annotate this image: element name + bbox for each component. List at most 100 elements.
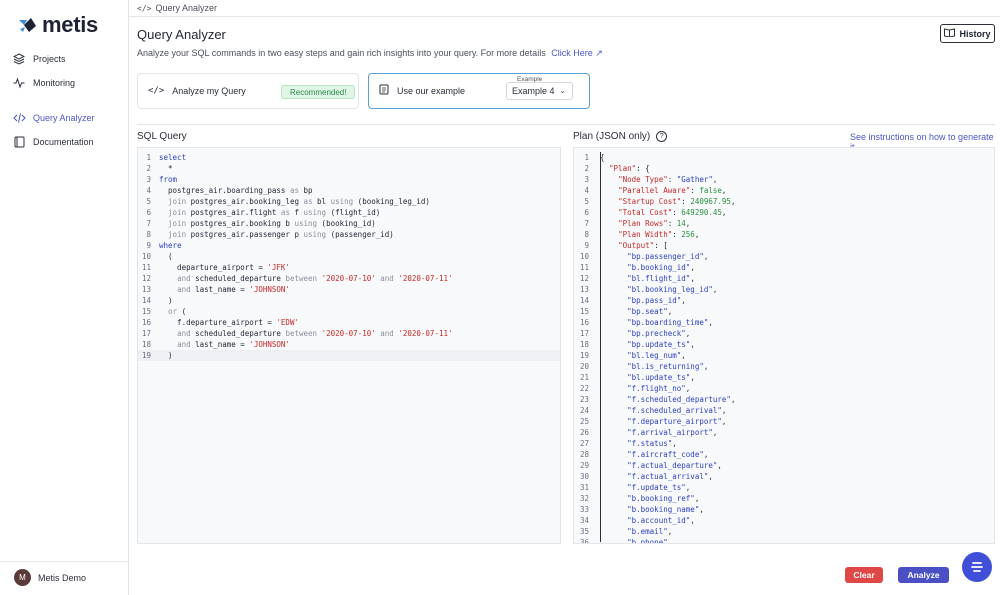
history-label: History — [959, 28, 991, 39]
code-line[interactable]: 34 "b.account_id", — [574, 515, 994, 526]
code-line[interactable]: 12 and scheduled_departure between '2020… — [138, 273, 560, 284]
code-line[interactable]: 24 "f.scheduled_arrival", — [574, 405, 994, 416]
sql-query-title: SQL Query — [137, 131, 187, 142]
sidebar-item-documentation[interactable]: Documentation — [12, 135, 94, 149]
sidebar-item-projects[interactable]: Projects — [12, 52, 66, 66]
line-number: 4 — [584, 186, 589, 195]
use-example-card[interactable]: Use our example Example Example 4 ⌄ — [368, 73, 590, 109]
code-line[interactable]: 8 join postgres_air.passenger p using (p… — [138, 229, 560, 240]
code-line[interactable]: 14 ) — [138, 295, 560, 306]
details-link[interactable]: Click Here ↗ — [551, 48, 603, 58]
line-number: 24 — [579, 406, 589, 415]
code-line[interactable]: 20 "bl.is_returning", — [574, 361, 994, 372]
code-line[interactable]: 21 "bl.update_ts", — [574, 372, 994, 383]
plan-title-row: Plan (JSON only) ? — [573, 131, 668, 142]
analyze-button[interactable]: Analyze — [898, 567, 949, 583]
code-line[interactable]: 27 "f.status", — [574, 438, 994, 449]
code-text: "bl.booking_leg_id", — [627, 285, 718, 294]
chat-button[interactable] — [962, 552, 992, 582]
line-number: 11 — [579, 263, 589, 272]
code-line[interactable]: 3 "Node Type": "Gather", — [574, 174, 994, 185]
sidebar-item-query-analyzer[interactable]: Query Analyzer — [12, 111, 95, 125]
line-number: 9 — [584, 241, 589, 250]
code-line[interactable]: 9 "Output": [ — [574, 240, 994, 251]
line-number: 17 — [141, 329, 151, 338]
code-line[interactable]: 19 "bl.leg_num", — [574, 350, 994, 361]
help-icon[interactable]: ? — [656, 131, 668, 142]
code-line[interactable]: 31 "f.update_ts", — [574, 482, 994, 493]
code-line[interactable]: 30 "f.actual_arrival", — [574, 471, 994, 482]
code-line[interactable]: 15 or ( — [138, 306, 560, 317]
code-line[interactable]: 7 join postgres_air.booking b using (boo… — [138, 218, 560, 229]
code-line[interactable]: 2 * — [138, 163, 560, 174]
code-line[interactable]: 10 ( — [138, 251, 560, 262]
code-line[interactable]: 14 "bp.pass_id", — [574, 295, 994, 306]
code-icon — [12, 111, 26, 125]
code-line[interactable]: 33 "b.booking_name", — [574, 504, 994, 515]
line-number: 10 — [141, 252, 151, 261]
code-line[interactable]: 11 "b.booking_id", — [574, 262, 994, 273]
code-line[interactable]: 18 and last_name = 'JOHNSON' — [138, 339, 560, 350]
example-select-value: Example 4 — [512, 86, 555, 96]
code-line[interactable]: 10 "bp.passenger_id", — [574, 251, 994, 262]
code-line[interactable]: 12 "bl.flight_id", — [574, 273, 994, 284]
code-text: "b.booking_name", — [627, 505, 704, 514]
code-line[interactable]: 35 "b.email", — [574, 526, 994, 537]
code-line[interactable]: 7 "Plan Rows": 14, — [574, 218, 994, 229]
code-line[interactable]: 17 "bp.precheck", — [574, 328, 994, 339]
code-line[interactable]: 13 "bl.booking_leg_id", — [574, 284, 994, 295]
line-number: 28 — [579, 450, 589, 459]
code-text: "bl.is_returning", — [627, 362, 709, 371]
code-line[interactable]: 16 f.departure_airport = 'EDW' — [138, 317, 560, 328]
history-button[interactable]: History — [940, 24, 995, 43]
code-line[interactable]: 8 "Plan Width": 256, — [574, 229, 994, 240]
code-text: "b.phone", — [627, 538, 673, 544]
code-line[interactable]: 16 "bp.boarding_time", — [574, 317, 994, 328]
sidebar-item-label: Documentation — [33, 137, 94, 147]
code-line[interactable]: 5 "Startup Cost": 240967.95, — [574, 196, 994, 207]
code-icon: </> — [137, 3, 152, 13]
code-line[interactable]: 1{ — [574, 152, 994, 163]
analyze-my-query-card[interactable]: </> Analyze my Query Recommended! — [137, 73, 359, 109]
code-line[interactable]: 11 departure_airport = 'JFK' — [138, 262, 560, 273]
code-text: "f.status", — [627, 439, 677, 448]
code-line[interactable]: 4 "Parallel Aware": false, — [574, 185, 994, 196]
sidebar-item-monitoring[interactable]: Monitoring — [12, 76, 75, 90]
code-line[interactable]: 4 postgres_air.boarding_pass as bp — [138, 185, 560, 196]
code-line[interactable]: 13 and last_name = 'JOHNSON' — [138, 284, 560, 295]
plan-editor[interactable]: 1{2 "Plan": {3 "Node Type": "Gather",4 "… — [573, 147, 995, 544]
code-line[interactable]: 5 join postgres_air.booking_leg as bl us… — [138, 196, 560, 207]
code-text: "bl.flight_id", — [627, 274, 695, 283]
code-line[interactable]: 23 "f.scheduled_departure", — [574, 394, 994, 405]
card-label: Use our example — [397, 86, 466, 96]
logo[interactable]: metis — [18, 12, 98, 38]
code-line[interactable]: 17 and scheduled_departure between '2020… — [138, 328, 560, 339]
line-number: 32 — [579, 494, 589, 503]
line-number: 4 — [146, 186, 151, 195]
code-line[interactable]: 22 "f.flight_no", — [574, 383, 994, 394]
book-open-icon — [944, 28, 956, 39]
code-line[interactable]: 28 "f.aircraft_code", — [574, 449, 994, 460]
code-line[interactable]: 32 "b.booking_ref", — [574, 493, 994, 504]
user-menu[interactable]: M Metis Demo — [14, 569, 86, 586]
clear-button[interactable]: Clear — [845, 567, 883, 583]
code-line[interactable]: 25 "f.departure_airport", — [574, 416, 994, 427]
code-line[interactable]: 15 "bp.seat", — [574, 306, 994, 317]
line-number: 16 — [579, 318, 589, 327]
code-line[interactable]: 19 ) — [138, 350, 560, 361]
code-line[interactable]: 6 join postgres_air.flight as f using (f… — [138, 207, 560, 218]
line-number: 19 — [141, 351, 151, 360]
code-text: and scheduled_departure between '2020-07… — [177, 274, 453, 283]
code-line[interactable]: 18 "bp.update_ts", — [574, 339, 994, 350]
example-select[interactable]: Example 4 ⌄ — [506, 82, 573, 100]
code-line[interactable]: 29 "f.actual_departure", — [574, 460, 994, 471]
line-number: 2 — [146, 164, 151, 173]
code-line[interactable]: 26 "f.arrival_airport", — [574, 427, 994, 438]
code-line[interactable]: 36 "b.phone", — [574, 537, 994, 544]
code-line[interactable]: 2 "Plan": { — [574, 163, 994, 174]
code-line[interactable]: 6 "Total Cost": 649290.45, — [574, 207, 994, 218]
